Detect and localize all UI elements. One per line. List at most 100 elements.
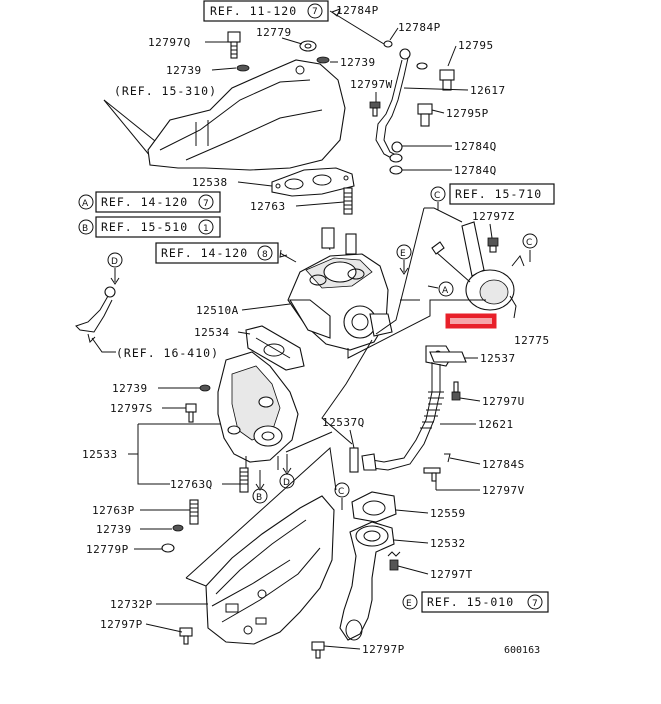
svg-text:12739: 12739: [166, 64, 202, 77]
svg-text:A: A: [82, 199, 89, 209]
bolt-12795[interactable]: [439, 69, 455, 91]
svg-text:1: 1: [203, 224, 209, 234]
oil-pipe-12621[interactable]: [361, 345, 453, 471]
washer-12784p[interactable]: [416, 62, 428, 70]
upper-heat-shield[interactable]: [147, 59, 346, 171]
exhaust-pipe-12532[interactable]: [339, 521, 395, 641]
svg-text:12739: 12739: [96, 523, 132, 536]
turbocharger-12510a[interactable]: [287, 227, 393, 351]
ref-box-14-120-a[interactable]: A REF. 14-120 7: [78, 191, 221, 213]
part-labels: 12784P 12784P 12797Q 12779 12739 12739 1…: [82, 4, 550, 656]
bolt-12797q[interactable]: [227, 31, 241, 59]
stud-12763p[interactable]: [189, 499, 199, 525]
svg-text:12784Q: 12784Q: [454, 140, 497, 153]
bolt-12795p[interactable]: [417, 103, 433, 127]
svg-text:8: 8: [262, 250, 268, 260]
svg-text:12763Q: 12763Q: [170, 478, 213, 491]
washer-12779[interactable]: [299, 40, 317, 52]
svg-text:REF. 15-710: REF. 15-710: [455, 187, 542, 201]
svg-text:B: B: [256, 493, 262, 503]
svg-text:REF. 14-120: REF. 14-120: [101, 195, 188, 209]
stud-12763q[interactable]: [239, 467, 249, 493]
svg-text:12779P: 12779P: [86, 543, 129, 556]
svg-text:12797S: 12797S: [110, 402, 153, 415]
svg-text:12779: 12779: [256, 26, 292, 39]
ref-box-15-310[interactable]: (REF. 15-310): [114, 84, 217, 98]
marker-c-gasket[interactable]: C: [334, 482, 350, 510]
svg-text:12797U: 12797U: [482, 395, 525, 408]
svg-text:7: 7: [203, 199, 209, 209]
ref-box-15-710[interactable]: C REF. 15-710: [430, 183, 555, 205]
svg-text:12797Z: 12797Z: [472, 210, 515, 223]
marker-b-elbow[interactable]: B: [252, 470, 268, 504]
svg-text:7: 7: [312, 7, 318, 17]
svg-text:12797V: 12797V: [482, 484, 525, 497]
marker-a-turbo[interactable]: A: [427, 281, 454, 297]
ref-box-16-410[interactable]: (REF. 16-410): [116, 346, 219, 360]
svg-text:12763P: 12763P: [92, 504, 135, 517]
svg-text:12784P: 12784P: [398, 21, 441, 34]
svg-text:12621: 12621: [478, 418, 514, 431]
bolt-12797u[interactable]: [451, 381, 461, 401]
svg-text:12775: 12775: [514, 334, 550, 347]
bolt-12797p-a[interactable]: [179, 627, 193, 645]
bolt-12797s[interactable]: [185, 403, 197, 423]
svg-text:REF. 14-120: REF. 14-120: [161, 246, 248, 260]
ref-box-15-510[interactable]: B REF. 15-510 1: [78, 216, 221, 238]
svg-text:7: 7: [532, 599, 538, 609]
bolt-12797p-b[interactable]: [311, 641, 325, 659]
svg-text:(REF. 15-310): (REF. 15-310): [114, 84, 217, 98]
nut-12739-top[interactable]: [236, 56, 330, 72]
svg-text:12538: 12538: [192, 176, 228, 189]
bolt-12797t[interactable]: [387, 551, 401, 571]
oil-pipe-12617[interactable]: [375, 40, 411, 163]
clip-12784s[interactable]: [444, 453, 451, 463]
svg-text:12617: 12617: [470, 84, 506, 97]
gasket-12534[interactable]: [245, 325, 305, 371]
stud-12763[interactable]: [343, 187, 353, 215]
gasket-12559[interactable]: [351, 491, 397, 523]
svg-text:12559: 12559: [430, 507, 466, 520]
nut-12739-mid[interactable]: [199, 384, 211, 392]
bolt-12797w[interactable]: [369, 101, 381, 117]
washer-12779p[interactable]: [161, 543, 175, 553]
ref-box-15-010[interactable]: E REF. 15-010 7: [402, 591, 549, 613]
nut-12739-low[interactable]: [172, 524, 184, 532]
gasket-12538[interactable]: [271, 167, 355, 197]
bolt-12797v[interactable]: [423, 467, 441, 482]
svg-text:REF. 15-510: REF. 15-510: [101, 220, 188, 234]
svg-text:E: E: [406, 599, 412, 609]
svg-text:C: C: [434, 191, 440, 201]
bolt-12797z[interactable]: [487, 237, 499, 253]
svg-text:12795: 12795: [458, 39, 494, 52]
svg-text:12797Q: 12797Q: [148, 36, 191, 49]
oil-line-ref-16-410[interactable]: [75, 286, 116, 333]
lower-heat-shield-12732p[interactable]: [205, 495, 335, 645]
svg-text:12784S: 12784S: [482, 458, 525, 471]
svg-text:12797W: 12797W: [350, 78, 393, 91]
svg-text:D: D: [283, 478, 290, 488]
svg-text:12537: 12537: [480, 352, 516, 365]
spring-12537q[interactable]: [349, 447, 359, 473]
svg-text:12739: 12739: [340, 56, 376, 69]
svg-text:12784P: 12784P: [336, 4, 379, 17]
part-12775-highlight[interactable]: [445, 295, 517, 329]
ref-box-14-120-b[interactable]: REF. 14-120 8: [155, 242, 279, 264]
marker-d-elbow[interactable]: D: [279, 454, 295, 489]
marker-e-turbo[interactable]: E: [396, 244, 412, 275]
gasket-12537[interactable]: [429, 351, 467, 363]
svg-text:D: D: [111, 257, 118, 267]
svg-text:C: C: [526, 238, 532, 248]
ref-box-11-120[interactable]: REF. 11-120 7: [203, 0, 329, 22]
svg-text:12795P: 12795P: [446, 107, 489, 120]
washer-12784q[interactable]: [389, 165, 403, 175]
marker-c-right[interactable]: C: [522, 233, 538, 262]
svg-text:12732P: 12732P: [110, 598, 153, 611]
exhaust-elbow-12533[interactable]: [217, 351, 299, 470]
svg-text:C: C: [338, 487, 344, 497]
svg-text:(REF. 16-410): (REF. 16-410): [116, 346, 219, 360]
svg-text:B: B: [82, 224, 88, 234]
marker-d-top[interactable]: D: [107, 252, 123, 285]
